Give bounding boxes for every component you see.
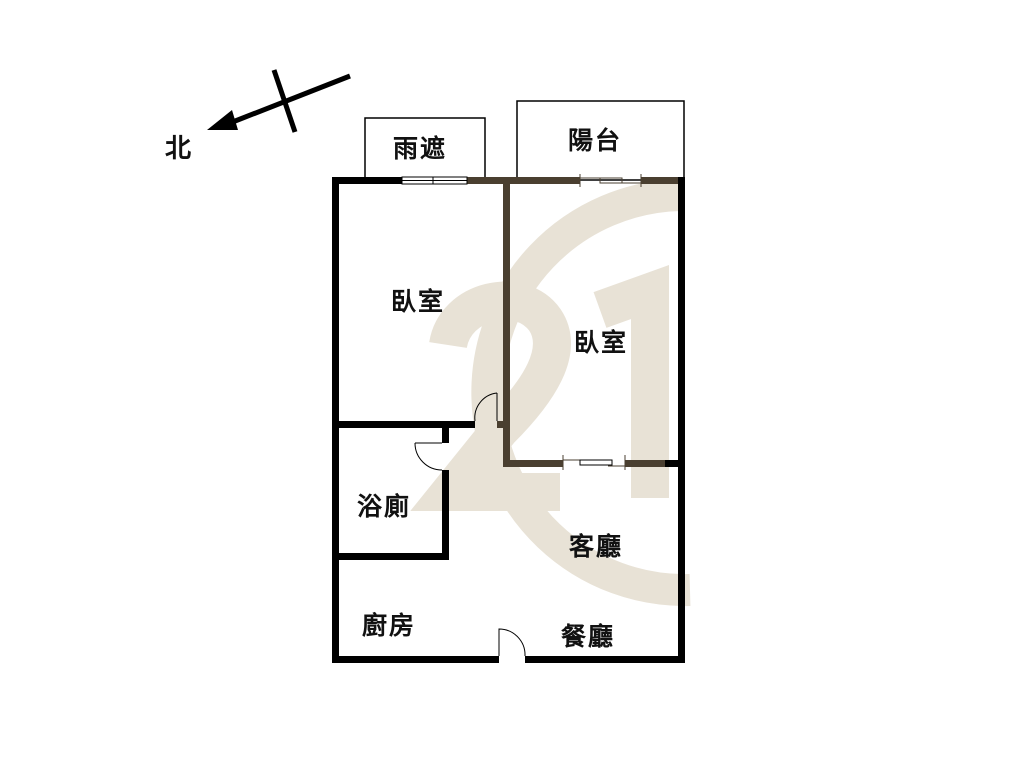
room-label-bathroom: 浴廁 bbox=[357, 492, 411, 521]
room-label-kitchen: 廚房 bbox=[362, 611, 416, 640]
north-label: 北 bbox=[165, 134, 191, 164]
sliding-door-bedroom-2 bbox=[562, 455, 626, 470]
door-bathroom bbox=[414, 442, 443, 471]
room-label-bedroom-1: 臥室 bbox=[391, 287, 445, 316]
room-label-balcony: 陽台 bbox=[568, 126, 622, 155]
window-canopy bbox=[401, 176, 468, 185]
room-label-canopy: 雨遮 bbox=[393, 134, 447, 163]
room-label-living-room: 客廳 bbox=[569, 532, 623, 561]
sliding-door-balcony bbox=[579, 174, 642, 187]
room-label-bedroom-2: 臥室 bbox=[574, 328, 628, 357]
door-bedroom-1 bbox=[474, 392, 498, 422]
north-arrow-icon bbox=[207, 69, 351, 133]
exterior-walls bbox=[332, 177, 685, 663]
room-label-dining-room: 餐廳 bbox=[561, 622, 615, 651]
century21-logo-watermark bbox=[410, 179, 691, 607]
door-entrance bbox=[498, 628, 526, 657]
interior-walls bbox=[332, 177, 685, 560]
